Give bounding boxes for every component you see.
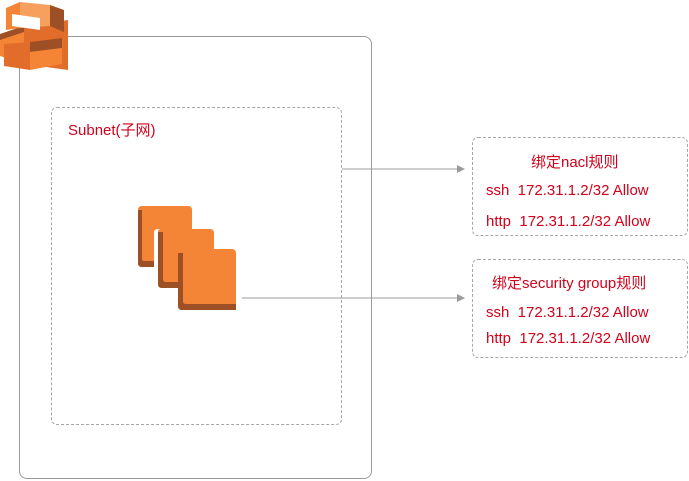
nacl-rules-title: 绑定nacl规则	[531, 154, 619, 171]
nacl-rule-http: http 172.31.1.2/32 Allow	[486, 213, 651, 230]
security-group-rule-http: http 172.31.1.2/32 Allow	[486, 330, 651, 347]
security-group-rule-ssh: ssh 172.31.1.2/32 Allow	[486, 304, 649, 321]
aws-vpc-icon	[0, 2, 68, 70]
vpc-container	[19, 36, 372, 479]
security-group-rules-box	[472, 259, 688, 358]
nacl-rule-ssh: ssh 172.31.1.2/32 Allow	[486, 182, 649, 199]
aws-ec2-instances-icon	[138, 206, 236, 310]
security-group-rules-title: 绑定security group规则	[492, 275, 647, 292]
subnet-container	[51, 107, 342, 425]
subnet-label: Subnet(子网)	[68, 122, 156, 139]
nacl-rules-box	[472, 137, 688, 236]
